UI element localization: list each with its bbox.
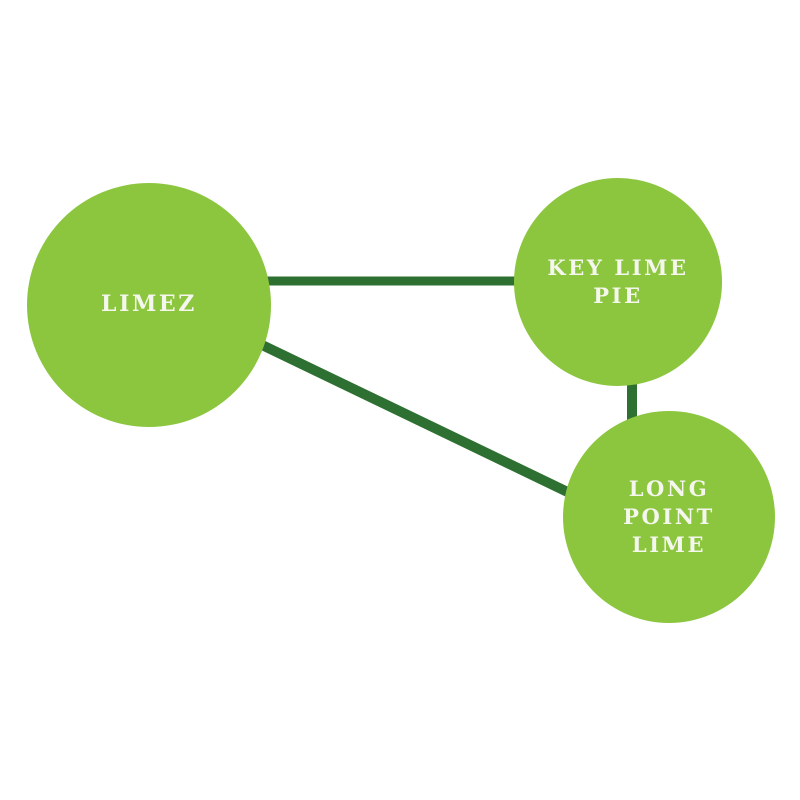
node-long-point-lime[interactable]: LONG POINT LIME xyxy=(563,411,775,623)
node-long-point-lime-label: LONG POINT LIME xyxy=(623,476,715,557)
node-key-lime-pie[interactable]: KEY LIME PIE xyxy=(514,178,722,386)
edge-limez-long-point-lime xyxy=(257,339,583,503)
node-key-lime-pie-label: KEY LIME PIE xyxy=(547,255,689,308)
node-limez-label: LIMEZ xyxy=(101,291,197,318)
node-limez[interactable]: LIMEZ xyxy=(27,183,271,427)
